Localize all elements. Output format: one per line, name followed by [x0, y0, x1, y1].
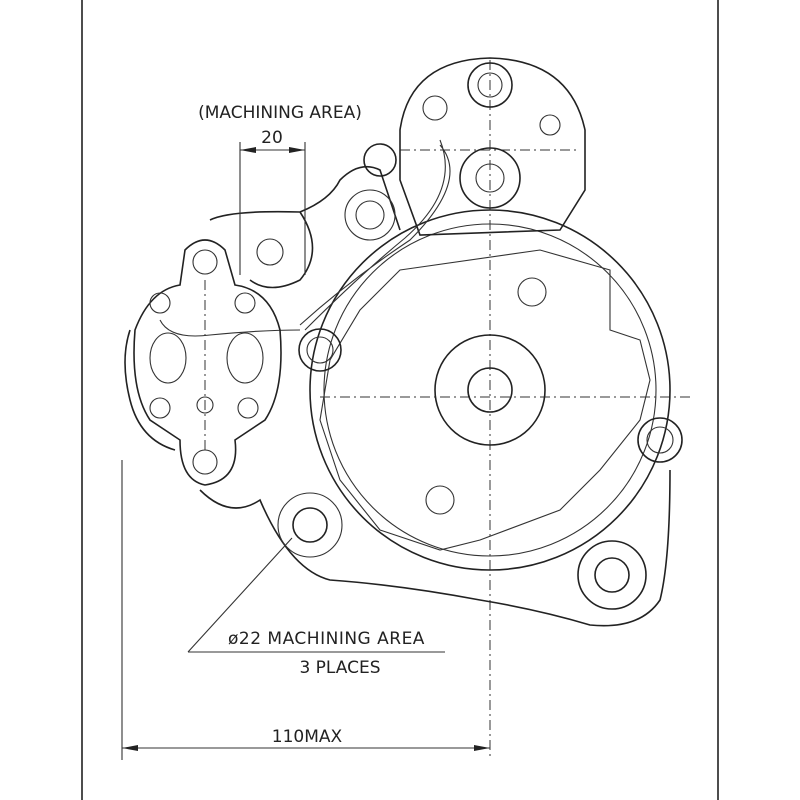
terminal-screw [192, 449, 218, 475]
mounting-hole [594, 557, 630, 593]
terminal-block [133, 239, 282, 486]
hole-note-line2: 3 PLACES [299, 658, 380, 678]
terminal-screw [149, 397, 171, 419]
terminal-nut-top [477, 72, 503, 98]
machining-area-label: (MACHINING AREA) [198, 103, 362, 123]
mounting-hole-boss [577, 540, 647, 610]
solenoid-screw-left [422, 95, 448, 121]
mounting-hole [292, 507, 328, 543]
motor-outer-circle [309, 209, 671, 571]
brush-screw [425, 485, 455, 515]
arrowhead [122, 745, 138, 751]
solenoid-screw-right [539, 114, 561, 136]
end-cover-outline [319, 249, 651, 551]
terminal-slot [226, 332, 264, 384]
pinion-boss-inner [355, 200, 385, 230]
flange-outline [124, 165, 671, 627]
terminal-slot [149, 332, 187, 384]
through-bolt-boss [637, 417, 683, 463]
motor-inner-circle [323, 223, 657, 557]
solenoid-outline [399, 57, 586, 236]
arrowhead [240, 147, 256, 153]
terminal-screw [192, 249, 218, 275]
arrowhead [289, 147, 305, 153]
machining-hole [256, 238, 284, 266]
pinion-boss-outer [344, 189, 396, 241]
terminal-screw [196, 396, 214, 414]
brush-screw [517, 277, 547, 307]
solenoid-boss [363, 143, 397, 177]
through-bolt [646, 426, 674, 454]
shaft-circle [467, 367, 513, 413]
terminal-nut-bottom [475, 163, 505, 193]
leader-line [187, 537, 293, 653]
wire [299, 139, 451, 331]
terminal-screw [149, 292, 171, 314]
mounting-hole-boss [277, 492, 343, 558]
arrowhead [474, 745, 490, 751]
machining-width-label: 20 [261, 128, 283, 148]
solenoid-terminal-top [467, 62, 513, 108]
terminal-screw [237, 397, 259, 419]
hub-circle [434, 334, 546, 446]
terminal-screw [234, 292, 256, 314]
solenoid-terminal-bottom [459, 147, 521, 209]
through-bolt [306, 336, 334, 364]
wire-left [159, 319, 301, 337]
overall-length-label: 110MAX [272, 727, 343, 747]
hole-note-line1: ø22 MACHINING AREA [228, 629, 425, 649]
through-bolt-boss [298, 328, 342, 372]
